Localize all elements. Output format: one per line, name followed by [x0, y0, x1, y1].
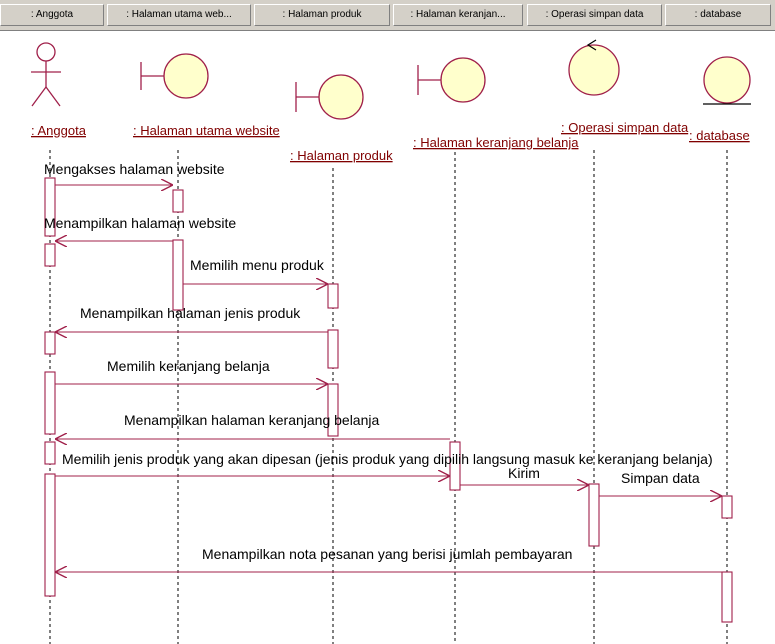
- object-label-operasi-simpan: : Operasi simpan data: [561, 120, 689, 135]
- control-icon-operasi-simpan[interactable]: [568, 39, 620, 96]
- header-tab-halaman-keranjang[interactable]: : Halaman keranjan...: [393, 4, 523, 26]
- actor-icon[interactable]: [31, 42, 61, 107]
- boundary-icon-halaman-utama[interactable]: [140, 53, 209, 99]
- message-label-9: Simpan data: [621, 470, 700, 486]
- activation-anggota-2: [44, 243, 56, 267]
- activation-anggota-4: [44, 371, 56, 435]
- message-label-8: Kirim: [508, 465, 540, 481]
- activation-anggota-3: [44, 331, 56, 355]
- activation-halaman-produk-2: [327, 329, 339, 369]
- message-label-3: Memilih menu produk: [190, 257, 325, 273]
- activation-anggota-6: [44, 473, 56, 597]
- message-label-4: Menampilkan halaman jenis produk: [80, 305, 301, 321]
- boundary-icon-halaman-produk[interactable]: [295, 74, 364, 120]
- message-label-6: Menampilkan halaman keranjang belanja: [124, 412, 379, 428]
- message-label-7: Memilih jenis produk yang akan dipesan (…: [62, 451, 713, 467]
- object-header-bar: : Anggota : Halaman utama web... : Halam…: [0, 0, 775, 31]
- object-label-halaman-produk: : Halaman produk: [290, 148, 393, 163]
- object-label-database: : database: [689, 128, 750, 143]
- header-tab-operasi-simpan[interactable]: : Operasi simpan data: [527, 4, 662, 26]
- activation-halaman-produk-1: [327, 283, 339, 309]
- boundary-icon-halaman-keranjang[interactable]: [417, 57, 486, 103]
- message-label-1: Mengakses halaman website: [44, 161, 225, 177]
- header-tab-database[interactable]: : database: [665, 4, 771, 26]
- message-label-10: Menampilkan nota pesanan yang berisi jum…: [202, 546, 572, 562]
- message-label-5: Memilih keranjang belanja: [107, 358, 270, 374]
- activation-operasi-simpan-1: [588, 483, 600, 547]
- activation-halaman-utama-1: [172, 189, 184, 213]
- activation-halaman-utama-2: [172, 239, 184, 311]
- message-label-2: Menampilkan halaman website: [44, 215, 236, 231]
- activation-anggota-5: [44, 441, 56, 465]
- entity-icon-database[interactable]: [703, 56, 751, 105]
- activation-database-1: [721, 495, 733, 519]
- object-label-halaman-utama: : Halaman utama website: [133, 123, 280, 138]
- object-label-halaman-keranjang: : Halaman keranjang belanja: [413, 135, 579, 150]
- activation-database-2: [721, 571, 733, 623]
- activation-anggota-1: [44, 177, 56, 237]
- activation-halaman-keranjang-1: [449, 441, 461, 491]
- activation-halaman-produk-3: [327, 383, 339, 437]
- header-tab-anggota[interactable]: : Anggota: [0, 4, 104, 26]
- header-tab-halaman-produk[interactable]: : Halaman produk: [254, 4, 390, 26]
- header-tab-halaman-utama[interactable]: : Halaman utama web...: [107, 4, 251, 26]
- object-label-anggota: : Anggota: [31, 123, 87, 138]
